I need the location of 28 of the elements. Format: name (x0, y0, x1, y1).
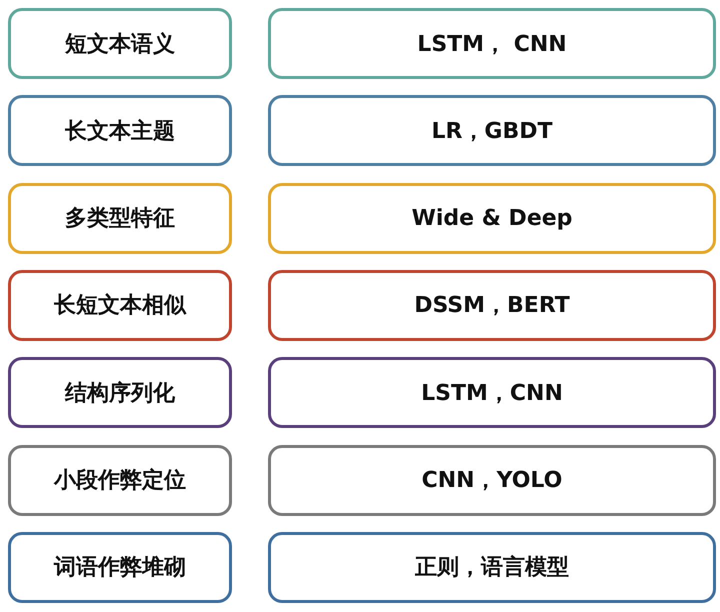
task-label: 小段作弊定位 (54, 466, 186, 495)
method-label: Wide & Deep (412, 206, 572, 231)
method-label: CNN，YOLO (422, 467, 562, 495)
task-box (8, 357, 232, 428)
task-label: 词语作弊堆砌 (54, 554, 186, 582)
task-label: 结构序列化 (65, 380, 175, 408)
method-label: 正则，语言模型 (415, 554, 569, 582)
task-box (8, 270, 232, 341)
task-label: 长短文本相似 (54, 292, 186, 320)
method-label: LR，GBDT (431, 118, 553, 146)
method-box (268, 8, 716, 79)
method-label: LSTM， CNN (417, 30, 567, 58)
method-box (268, 532, 716, 603)
task-box (8, 532, 232, 603)
task-label: 长文本主题 (65, 118, 175, 146)
method-box (268, 95, 716, 166)
task-box (8, 8, 232, 79)
task-label: 短文本语义 (65, 30, 175, 58)
task-label: 多类型特征 (65, 205, 175, 234)
method-label: LSTM，CNN (421, 380, 563, 408)
task-box (8, 444, 232, 516)
method-box (268, 357, 716, 428)
method-box (268, 270, 716, 341)
method-box (268, 444, 716, 516)
task-box (8, 182, 232, 254)
task-box (8, 95, 232, 166)
method-box (268, 182, 716, 254)
method-label: DSSM，BERT (414, 292, 570, 320)
